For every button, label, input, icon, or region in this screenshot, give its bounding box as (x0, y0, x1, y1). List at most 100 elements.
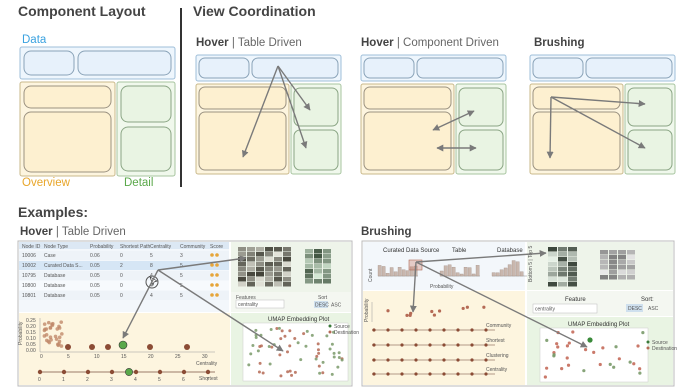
component-layout-title: Component Layout (18, 3, 146, 19)
shortest-point (133, 369, 139, 375)
table-cell: Database (44, 293, 66, 299)
umap-point (302, 332, 306, 336)
umap-point (316, 342, 320, 346)
hist-bar (405, 270, 410, 277)
umap-point (601, 346, 605, 350)
table-row (19, 271, 229, 280)
umap-point (314, 357, 318, 361)
prob-tick: 0.10 (26, 336, 36, 342)
heatmap-cell (305, 269, 313, 274)
heatmap-cell (314, 264, 322, 269)
hist-bar (397, 267, 402, 277)
heatmap-cell (627, 270, 635, 275)
umap-point (582, 369, 586, 373)
heatmap-cell (548, 267, 557, 272)
heatmap-cell (305, 249, 313, 254)
heatmap-cell (600, 255, 608, 260)
strip-point (428, 358, 432, 362)
umap-point (259, 344, 263, 348)
umap-point (565, 356, 569, 360)
umap-point (552, 353, 556, 357)
table-cell: 5 (180, 273, 183, 279)
strip-point (484, 343, 488, 347)
centrality-tick: 5 (67, 354, 70, 360)
hist-bar (401, 269, 406, 277)
umap-point (337, 351, 341, 355)
centrality-tick: 30 (202, 354, 208, 360)
score-dot (210, 283, 214, 287)
umap-point (565, 344, 570, 348)
strip-point (428, 343, 432, 347)
umap-point (571, 330, 575, 334)
table-cell: 5 (150, 253, 153, 259)
strip-point (372, 358, 376, 362)
shortest-tick: 3 (110, 377, 113, 383)
centrality-axis-label: Centrality (196, 361, 218, 367)
score-dot (215, 253, 219, 257)
umap-point (279, 337, 283, 341)
strip-point (405, 313, 409, 317)
heatmap-cell (265, 247, 273, 252)
view-coordination-title: View Coordination (193, 3, 316, 19)
sort-asc-right[interactable]: ASC (648, 306, 659, 312)
strip-point (428, 372, 432, 376)
features-dropdown[interactable]: centrality (238, 302, 259, 308)
heatmap-cell (247, 257, 255, 262)
table-cell: 0.05 (90, 283, 100, 289)
table-cell: 0 (120, 283, 123, 289)
scatter-point (44, 333, 49, 337)
table-header-cell: Node Type (44, 244, 68, 250)
heatmap-cell (558, 277, 567, 282)
table-cell: 0.05 (90, 293, 100, 299)
umap-point (249, 352, 253, 356)
brushing-heatmap (548, 247, 635, 287)
umap-point (316, 348, 320, 352)
hist-bar (475, 265, 480, 277)
table-cell: 10006 (22, 253, 36, 259)
scatter-point (48, 335, 53, 340)
shortest-point (181, 369, 187, 375)
umap-point (545, 366, 549, 370)
sort-desc-right[interactable]: DESC (628, 306, 642, 312)
heatmap-cell (609, 250, 617, 255)
umap-point (268, 362, 272, 366)
strip-point (470, 358, 474, 362)
heatmap-cell (256, 262, 264, 267)
sort-desc-button[interactable]: DESC (315, 303, 329, 309)
scatter-point (65, 344, 71, 350)
table-cell: 5 (180, 293, 183, 299)
legend-marker (646, 340, 650, 344)
umap-point (608, 362, 612, 367)
heatmap-cell (247, 277, 255, 282)
heatmap-cell (238, 247, 246, 252)
heatmap-cell (256, 257, 264, 262)
strip-point (484, 328, 488, 332)
heatmap-cell (247, 272, 255, 277)
heatmap-cell (314, 259, 322, 264)
umap-point (275, 326, 279, 330)
shortest-tick: 6 (182, 377, 185, 383)
strip-point (428, 328, 432, 332)
heatmap-cell (323, 274, 331, 279)
scatter-point (105, 344, 111, 350)
umap-point (288, 344, 292, 348)
heatmap-cell (314, 279, 322, 284)
heatmap-cell (283, 252, 291, 257)
heatmap-cell (548, 262, 557, 267)
feature-dropdown[interactable]: centrality (535, 307, 556, 313)
heatmap-cell (609, 260, 617, 265)
table-header-cell: Probability (90, 244, 114, 250)
hist-bar (389, 267, 394, 277)
heatmap-cell (314, 269, 322, 274)
umap-point (267, 345, 271, 349)
feature-strips: ProbabilityCommunityShortestClusteringCe… (364, 298, 512, 376)
heatmap-cell (247, 267, 255, 272)
heatmap-cell (548, 282, 557, 287)
umap-point (337, 355, 341, 359)
umap-point (256, 349, 260, 353)
strip-point (442, 372, 446, 376)
scatter-point (43, 327, 47, 332)
sort-asc-button[interactable]: ASC (331, 303, 342, 309)
legend-marker (328, 324, 332, 328)
